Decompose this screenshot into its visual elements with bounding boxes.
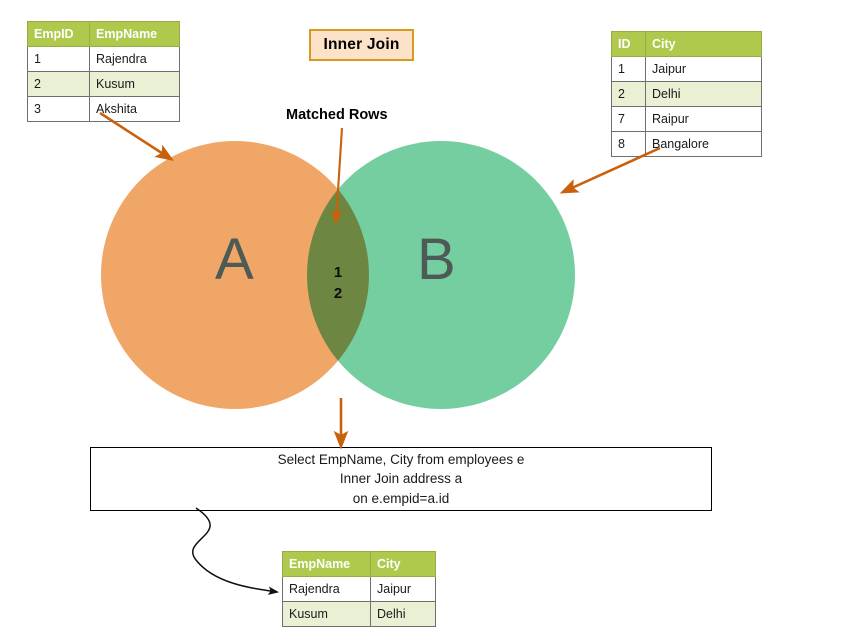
table-row: 8 Bangalore — [611, 131, 762, 157]
column-header-empname: EmpName — [89, 21, 180, 47]
matched-rows-label: Matched Rows — [286, 107, 388, 123]
venn-circle-b-label: B — [417, 227, 456, 292]
result-table: EmpName City Rajendra Jaipur Kusum Delhi — [282, 551, 436, 627]
cell-empname: Kusum — [89, 71, 180, 97]
table-row: 1 Rajendra — [27, 46, 180, 72]
table-row: 2 Kusum — [27, 71, 180, 97]
cell-city: Delhi — [645, 81, 762, 107]
arrow-sql-to-result — [192, 507, 280, 595]
table-row: Kusum Delhi — [282, 601, 436, 627]
column-header-id: ID — [611, 31, 646, 57]
sql-query-line-1: Select EmpName, City from employees e — [277, 451, 525, 467]
sql-query-box: Select EmpName, City from employees e In… — [90, 447, 712, 511]
column-header-city: City — [645, 31, 762, 57]
inner-join-title-label: Inner Join — [323, 36, 400, 53]
cell-city: Delhi — [370, 601, 436, 627]
venn-overlap-value-1: 1 — [333, 264, 343, 281]
column-header-empname: EmpName — [282, 551, 371, 577]
cell-id: 7 — [611, 106, 646, 132]
venn-diagram — [100, 138, 575, 413]
cell-empname: Rajendra — [89, 46, 180, 72]
address-table: ID City 1 Jaipur 2 Delhi 7 Raipur 8 Bang… — [611, 31, 762, 157]
cell-empname: Akshita — [89, 96, 180, 122]
cell-empname: Rajendra — [282, 576, 371, 602]
sql-query-line-3: on e.empid=a.id — [352, 490, 450, 506]
table-row: 3 Akshita — [27, 96, 180, 122]
table-header-row: ID City — [611, 31, 762, 57]
venn-overlap-value-2: 2 — [333, 285, 343, 303]
cell-city: Jaipur — [370, 576, 436, 602]
venn-circle-a-label: A — [215, 227, 254, 292]
table-row: 1 Jaipur — [611, 56, 762, 82]
employees-table: EmpID EmpName 1 Rajendra 2 Kusum 3 Akshi… — [27, 21, 180, 122]
inner-join-title-box: Inner Join — [309, 29, 414, 61]
table-header-row: EmpID EmpName — [27, 21, 180, 47]
cell-id: 8 — [611, 131, 646, 157]
table-header-row: EmpName City — [282, 551, 436, 577]
cell-city: Jaipur — [645, 56, 762, 82]
cell-city: Bangalore — [645, 131, 762, 157]
venn-overlap-values: 1 2 — [327, 262, 349, 305]
table-row: 7 Raipur — [611, 106, 762, 132]
sql-query-line-2: Inner Join address a — [339, 471, 463, 487]
column-header-empid: EmpID — [27, 21, 90, 47]
cell-empid: 2 — [27, 71, 90, 97]
cell-empid: 3 — [27, 96, 90, 122]
table-row: 2 Delhi — [611, 81, 762, 107]
column-header-city: City — [370, 551, 436, 577]
cell-id: 1 — [611, 56, 646, 82]
cell-empid: 1 — [27, 46, 90, 72]
venn-circle-b — [307, 141, 575, 409]
cell-city: Raipur — [645, 106, 762, 132]
cell-id: 2 — [611, 81, 646, 107]
table-row: Rajendra Jaipur — [282, 576, 436, 602]
cell-empname: Kusum — [282, 601, 371, 627]
